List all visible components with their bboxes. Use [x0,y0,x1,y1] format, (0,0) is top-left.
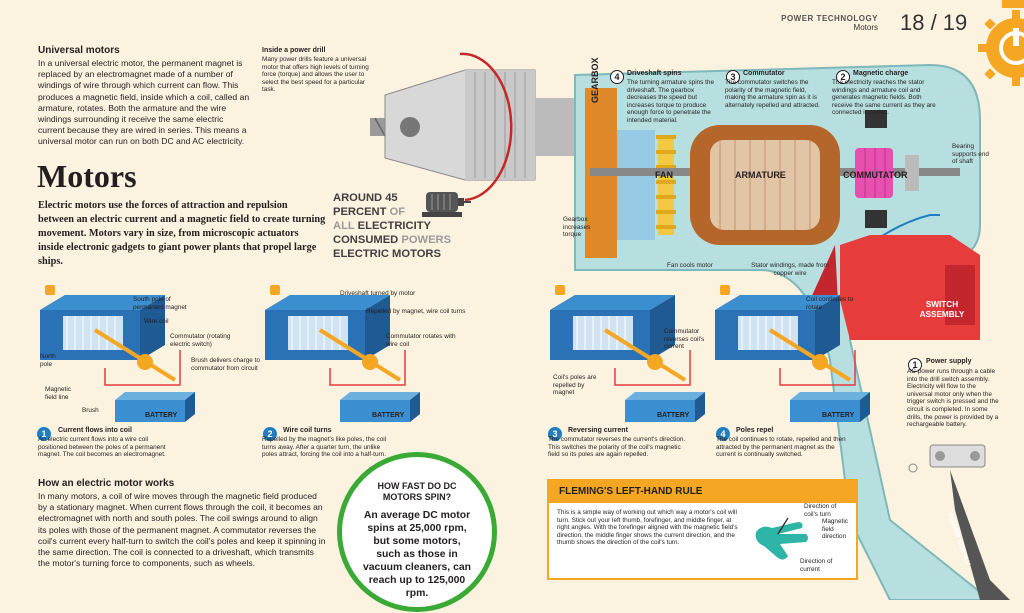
universal-text: In a universal electric motor, the perma… [38,58,250,147]
battery-2-label: BATTERY [372,412,405,419]
caption-1-text: An electric current flows into a wire co… [38,436,166,459]
caption-2-title: Wire coil turns [283,427,332,434]
caption-3-text: The commutator reverses the current's di… [548,436,686,459]
caption-1-badge: 1 [37,427,51,441]
caption-2-badge: 2 [263,427,277,441]
caption-2-text: Repelled by the magnet's like poles, the… [262,436,387,459]
caption-4-text: The coil continues to rotate, repelled a… [716,436,846,459]
stat-line-2a: PERCENT [333,206,387,218]
callout-1-text: AC power runs through a cable into the d… [907,368,999,429]
fast-text: An average DC motor spins at 25,000 rpm,… [362,510,471,599]
caption-1-title: Current flows into coil [58,427,132,434]
battery-4-label: BATTERY [822,412,855,419]
universal-title: Universal motors [38,45,120,56]
stator-note: Stator windings, made from copper wire [751,262,829,277]
stat-block: AROUND 45 PERCENT OF ALL ELECTRICITY CON… [333,191,473,261]
callout-4-title: Driveshaft spins [627,70,682,77]
stat-line-4b: POWERS [401,234,452,246]
motor-icon [420,188,472,225]
fleming-coil-turn: Direction of coil's turn [804,503,837,518]
gearbox-note: Gearbox increases torque [563,216,591,239]
d3-reverse-label: Commutator reverses coil's current [664,328,705,351]
d4-continues-label: Coil continues to rotate [806,296,854,311]
fleming-text: This is a simple way of working out whic… [557,509,738,547]
caption-3-badge: 3 [548,427,562,441]
d1-north-label: North pole [40,353,56,368]
callout-4-text: The turning armature spins the driveshaf… [627,79,715,124]
armature-label: ARMATURE [735,170,786,180]
stat-line-2b: OF [389,206,406,218]
fast-title: HOW FAST DO DC MOTORS SPIN? [377,481,457,502]
fan-note: Fan cools motor [667,262,713,269]
how-text: In many motors, a coil of wire moves thr… [38,491,326,569]
callout-2-text: The electricity reaches the stator windi… [832,79,936,117]
d2-repelled-label: Repelled by magnet, wire coil turns [366,308,466,315]
fast-circle: HOW FAST DO DC MOTORS SPIN? An average D… [337,452,497,612]
callout-3-title: Commutator [743,70,785,77]
subsection-title: Motors [853,23,878,32]
fan-label: FAN [655,170,673,180]
caption-4-title: Poles repel [736,427,774,434]
section-title: POWER TECHNOLOGY [781,14,878,23]
drill-intro-title: Inside a power drill [262,47,326,54]
header-section: POWER TECHNOLOGY Motors [760,14,878,32]
bearing-label: Bearing supports end of shaft [952,143,989,166]
page-number: 18 / 19 [900,10,968,35]
callout-2-title: Magnetic charge [853,70,909,77]
stat-line-3a: ALL [333,220,355,232]
stat-line-3b: ELECTRICITY [357,220,431,232]
switch-label: SWITCH ASSEMBLY [919,300,965,319]
fleming-field: Magnetic field direction [822,518,848,541]
step-4-badge: 4 [610,70,624,84]
how-title: How an electric motor works [38,478,175,489]
stat-line-1: AROUND 45 [333,192,398,204]
d1-wire-label: Wire coil [144,318,169,325]
d1-brush-charge-label: Brush delivers charge to commutator from… [191,357,260,372]
d1-field-label: Magnetic field line [45,386,71,401]
callout-3-text: The commutator switches the polarity of … [725,79,820,109]
page-title: Motors [37,158,137,194]
d2-drive-label: Driveshaft turned by motor [340,290,416,297]
d1-comm-label: Commutator (rotating electric switch) [170,333,231,348]
stat-line-4a: CONSUMED [333,234,399,246]
step-3-badge: 3 [726,70,740,84]
d3-poles-label: Coil's poles are repelled by magnet [553,374,597,397]
stat-line-5: ELECTRIC MOTORS [333,248,441,260]
drill-intro-text: Many power drills feature a universal mo… [262,56,369,94]
d1-brush-label: Brush [82,407,99,414]
drill-illustration [290,40,1010,601]
battery-3-label: BATTERY [657,412,690,419]
caption-4-badge: 4 [716,427,730,441]
step-1-badge: 1 [908,358,922,372]
power-gear-icon [972,0,1024,90]
fleming-box: FLEMING'S LEFT-HAND RULE This is a simpl… [547,479,858,580]
intro-text: Electric motors use the forces of attrac… [38,200,326,267]
gearbox-label: GEARBOX [590,57,600,103]
left-hand-icon [748,512,818,569]
d2-comm-label: Commutator rotates with wire coil [386,333,456,348]
commutator-label: COMMUTATOR [843,170,908,180]
callout-1-title: Power supply [926,358,972,365]
fleming-current: Direction of current [800,558,833,573]
battery-1-label: BATTERY [145,412,178,419]
fleming-title: FLEMING'S LEFT-HAND RULE [549,481,856,503]
step-2-badge: 2 [836,70,850,84]
caption-3-title: Reversing current [568,427,628,434]
d1-south-label: South pole of permanent magnet [133,296,187,311]
